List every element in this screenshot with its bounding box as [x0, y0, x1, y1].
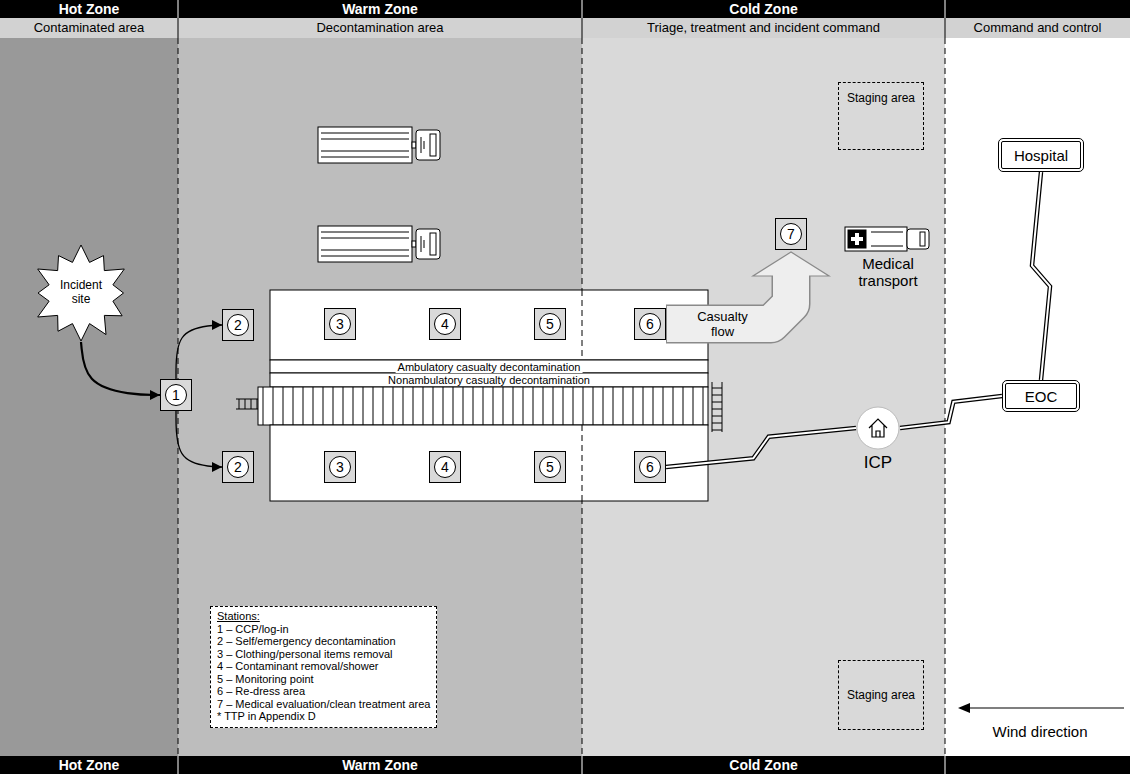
callout-number: 1 [165, 384, 187, 406]
station-box: 5 [534, 308, 566, 340]
node-label: Decontamination area [178, 18, 582, 38]
subheader-dividers [178, 18, 945, 38]
station-box: 7 [775, 218, 807, 250]
zone-band: HospitalEOC Command and control [945, 0, 1130, 774]
station-box: 5 [534, 451, 566, 483]
callout-number: 3 [329, 456, 351, 478]
station-box: 2 [222, 451, 254, 483]
free-label: Nonambulatory casualty decontamination [386, 374, 592, 386]
callout-number: 4 [434, 456, 456, 478]
comm-link [900, 396, 1002, 428]
station-box: 2 [222, 309, 254, 341]
connector-arrow [176, 411, 222, 467]
staging-box: Staging area [838, 82, 924, 150]
node-label: 7 – Medical evaluation/clean treatment a… [217, 698, 430, 711]
connector-arrow [176, 325, 222, 379]
node-label: 3 – Clothing/personal items removal [217, 648, 430, 661]
callout-number: 7 [780, 223, 802, 245]
node-label: 6 – Re-dress area [217, 685, 430, 698]
station-box: 1 [160, 379, 192, 411]
ladder-symbol [236, 399, 258, 409]
node-label: Hot Zone [0, 0, 178, 18]
station-box: 3 [324, 308, 356, 340]
comm-link [666, 428, 856, 467]
command-zone-fill [945, 0, 1130, 774]
truck-icon [318, 226, 440, 262]
header-dividers [178, 0, 945, 774]
callout-number: 5 [539, 313, 561, 335]
node-label: Stations: [217, 610, 430, 623]
callout-number: 5 [539, 456, 561, 478]
free-label: Medical transport [840, 255, 936, 289]
comm-link [1032, 172, 1050, 380]
callout-number: 6 [639, 456, 661, 478]
station-key-box: Stations:1 – CCP/log-in2 – Self/emergenc… [210, 606, 437, 728]
staging-box: Staging area [838, 660, 924, 730]
station-box: 6 [634, 451, 666, 483]
node-label: Cold Zone [582, 756, 945, 774]
callout-number: 6 [639, 313, 661, 335]
node-label: EOC [1025, 388, 1058, 405]
node-label: Hospital [1014, 147, 1068, 164]
node-label: Command and control [945, 18, 1130, 38]
zone-band: 667Staging areaICPStaging areaCold ZoneT… [582, 0, 945, 774]
free-label: Wind direction [990, 723, 1089, 740]
facility-box: EOC [1002, 380, 1080, 412]
node-label: 4 – Contaminant removal/shower [217, 660, 430, 673]
node-label: Cold Zone [582, 0, 945, 18]
callout-number: 4 [434, 313, 456, 335]
station-box: 4 [429, 308, 461, 340]
incident-star: Incident site [30, 244, 132, 342]
node-label: Contaminated area [0, 18, 178, 38]
connector-arrow [81, 342, 160, 395]
subheader-bar [0, 18, 1130, 38]
command-post-symbol [856, 406, 900, 450]
ambulance-icon [845, 227, 929, 251]
callout-number: 3 [329, 313, 351, 335]
zone-boundary [178, 38, 945, 756]
node-label: Hot Zone [0, 756, 178, 774]
node-label: Warm Zone [178, 0, 582, 18]
station-box: 4 [429, 451, 461, 483]
station-box: 6 [634, 308, 666, 340]
decon-corridor [258, 290, 708, 501]
node-label: 2 – Self/emergency decontamination [217, 635, 430, 648]
node-label: Staging area [847, 688, 915, 702]
wind-arrow [958, 703, 1124, 713]
callout-number: 2 [227, 314, 249, 336]
command-post-circle: ICP [856, 406, 900, 450]
hot-zone-fill [0, 0, 178, 774]
edge-label: Casualty flow [693, 309, 753, 339]
station-box: 3 [324, 451, 356, 483]
truck-icon [318, 127, 440, 163]
node-label: Warm Zone [178, 756, 582, 774]
node-label: Triage, treatment and incident command [582, 18, 945, 38]
footer-bar [0, 756, 1130, 774]
ladder-symbol [712, 382, 722, 432]
node-label: Incident site [51, 279, 111, 307]
node-label: ICP [856, 453, 900, 473]
node-label: 5 – Monitoring point [217, 673, 430, 686]
callout-number: 2 [227, 456, 249, 478]
facility-box: Hospital [998, 138, 1084, 172]
free-label: Ambulatory casualty decontamination [396, 361, 583, 373]
node-label: * TTP in Appendix D [217, 710, 430, 723]
node-label: 1 – CCP/log-in [217, 623, 430, 636]
node-label: Staging area [847, 91, 915, 105]
header-bar [0, 0, 1130, 18]
zone-band: 2 3 4 5 2 3 4 5Stations:1 – CCP/log-in2 – Self/… [178, 0, 582, 774]
zone-band: Incident siteHot ZoneContaminated areaHo… [0, 0, 178, 774]
